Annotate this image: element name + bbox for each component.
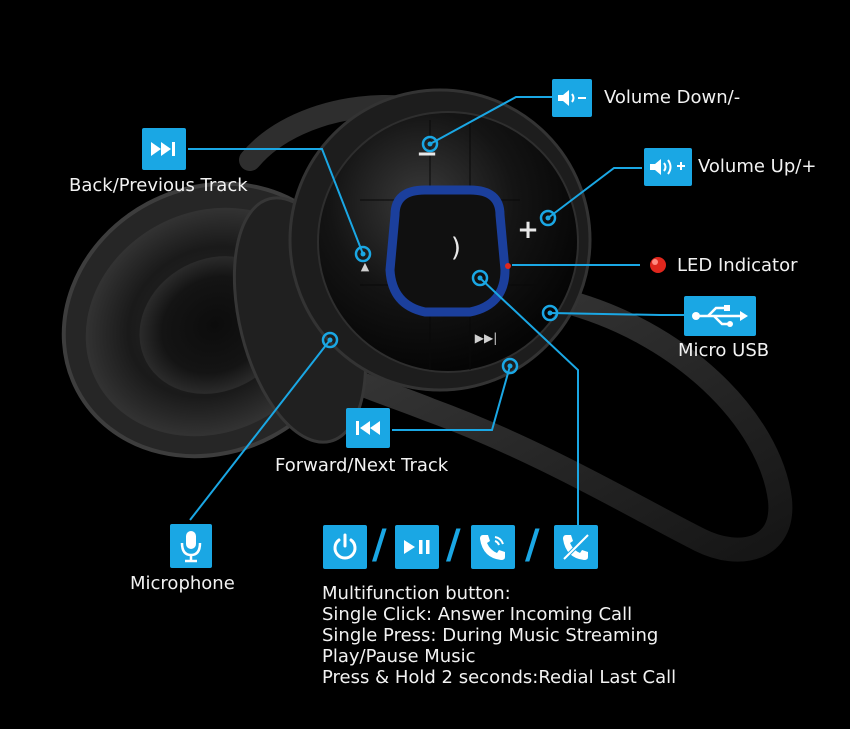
multifunction-title: Multifunction button: bbox=[322, 583, 511, 604]
label-micro-usb: Micro USB bbox=[678, 340, 770, 361]
phone-end-icon bbox=[562, 533, 590, 561]
multifunction-line: Single Click: Answer Incoming Call bbox=[322, 604, 633, 625]
micro-usb-badge bbox=[684, 296, 756, 336]
volume-up-icon bbox=[650, 159, 685, 175]
phone-icon bbox=[480, 535, 505, 560]
next-glyph: ▶▶| bbox=[475, 331, 498, 345]
phone-badge bbox=[471, 525, 515, 569]
label-led: LED Indicator bbox=[677, 255, 798, 276]
left-ear-pad bbox=[61, 181, 368, 459]
fast-forward-icon bbox=[151, 142, 175, 156]
volume-down-icon bbox=[558, 90, 586, 106]
play-pause-badge bbox=[395, 525, 439, 569]
back-previous-badge bbox=[142, 128, 186, 170]
separator-3: / bbox=[525, 522, 540, 568]
power-icon bbox=[333, 533, 357, 560]
volume-up-badge bbox=[644, 148, 692, 186]
callout-lines bbox=[188, 96, 684, 532]
led-dot-icon bbox=[650, 257, 666, 273]
led-dot-on-device bbox=[505, 263, 511, 269]
callout-targets bbox=[321, 135, 559, 375]
right-earcup: ) − + ▶▶| ▲ bbox=[288, 88, 592, 392]
power-badge bbox=[323, 525, 367, 569]
multifunction-line: Play/Pause Music bbox=[322, 646, 476, 667]
multifunction-button-ring[interactable] bbox=[385, 185, 510, 317]
minus-glyph: − bbox=[416, 139, 438, 169]
phone-end-badge bbox=[554, 525, 598, 569]
play-pause-icon bbox=[404, 540, 430, 554]
usb-icon bbox=[692, 305, 748, 327]
phone-glyph: ) bbox=[451, 233, 461, 263]
label-volume-up: Volume Up/+ bbox=[698, 156, 817, 177]
label-back-previous: Back/Previous Track bbox=[69, 175, 248, 196]
label-microphone: Microphone bbox=[130, 573, 235, 594]
led-dot-highlight bbox=[652, 259, 658, 265]
plus-glyph: + bbox=[517, 215, 539, 245]
separator-1: / bbox=[372, 522, 387, 568]
label-volume-down: Volume Down/- bbox=[604, 87, 741, 108]
microphone-badge bbox=[170, 524, 212, 568]
microphone-icon bbox=[180, 531, 202, 563]
label-forward-next: Forward/Next Track bbox=[275, 455, 449, 476]
separator-2: / bbox=[446, 522, 461, 568]
volume-down-badge bbox=[552, 79, 592, 117]
multifunction-line: Single Press: During Music Streaming bbox=[322, 625, 659, 646]
forward-next-badge bbox=[346, 408, 390, 448]
prev-glyph: ▲ bbox=[361, 260, 370, 273]
rewind-icon bbox=[356, 421, 380, 435]
multifunction-description: Multifunction button: Single Click: Answ… bbox=[322, 583, 676, 688]
multifunction-line: Press & Hold 2 seconds:Redial Last Call bbox=[322, 667, 677, 688]
